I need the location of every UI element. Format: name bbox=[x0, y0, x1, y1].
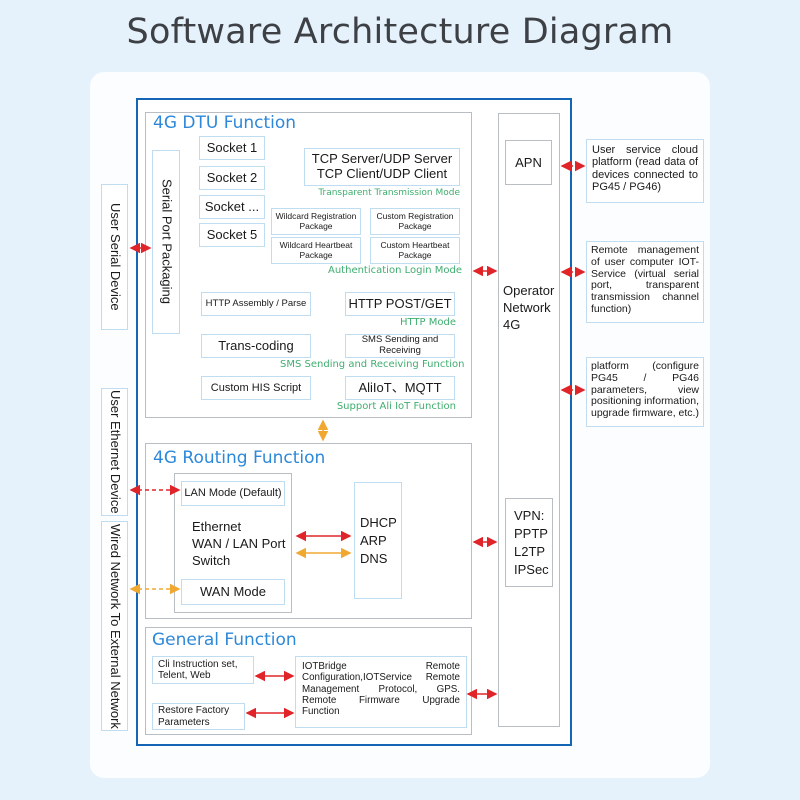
protocol-dhcp: DHCP bbox=[360, 514, 397, 530]
operator-network-column bbox=[498, 113, 560, 727]
lan-mode: LAN Mode (Default) bbox=[181, 481, 285, 506]
apn-box: APN bbox=[505, 140, 552, 185]
tcp-udp-box: TCP Server/UDP Server TCP Client/UDP Cli… bbox=[304, 148, 460, 186]
platform-config-box: platform (configure PG45 / PG46 paramete… bbox=[586, 357, 704, 427]
protocols-box: DHCP ARP DNS bbox=[354, 482, 402, 599]
wildcard-registration: Wildcard Registration Package bbox=[271, 208, 361, 235]
general-title: General Function bbox=[152, 630, 297, 650]
ethernet-line-3: Switch bbox=[192, 553, 231, 568]
wildcard-heartbeat: Wildcard Heartbeat Package bbox=[271, 237, 361, 264]
protocol-dns: DNS bbox=[360, 550, 388, 566]
user-serial-device: User Serial Device bbox=[101, 184, 128, 330]
custom-his-script: Custom HIS Script bbox=[201, 376, 311, 400]
restore-factory: Restore Factory Parameters bbox=[152, 703, 245, 730]
ali-function-label: Support Ali IoT Function bbox=[336, 401, 456, 412]
socket-2: Socket 2 bbox=[199, 166, 265, 190]
sms-function-label: SMS Sending and Receiving Function bbox=[280, 359, 465, 370]
cli-instruction-set: Cli Instruction set, Telent, Web bbox=[152, 656, 254, 684]
auth-mode-label: Authentication Login Mode bbox=[328, 265, 462, 276]
ethernet-label: Ethernet WAN / LAN Port Switch bbox=[192, 518, 285, 569]
operator-line-2: Network bbox=[503, 300, 551, 315]
vpn-line-2: PPTP bbox=[514, 526, 548, 541]
sms-box: SMS Sending and Receiving bbox=[345, 334, 455, 358]
serial-port-packaging: Serial Port Packaging bbox=[152, 150, 180, 334]
http-post-get: HTTP POST/GET bbox=[345, 292, 455, 316]
http-mode-label: HTTP Mode bbox=[399, 317, 456, 328]
ethernet-line-2: WAN / LAN Port bbox=[192, 536, 286, 551]
operator-network-label: Operator Network 4G bbox=[503, 282, 554, 333]
vpn-box: VPN: PPTP L2TP IPSec bbox=[505, 498, 553, 587]
vpn-line-1: VPN: bbox=[514, 508, 545, 523]
socket-5: Socket 5 bbox=[199, 223, 265, 247]
operator-line-1: Operator bbox=[503, 283, 555, 298]
iotbridge-box: IOTBridge Remote Configuration,IOTServic… bbox=[295, 656, 467, 728]
aliiot-mqtt: AliIoT、MQTT bbox=[345, 376, 455, 400]
trans-coding: Trans-coding bbox=[201, 334, 311, 358]
transparent-mode-label: Transparent Transmission Mode bbox=[318, 188, 460, 198]
remote-management-box: Remote management of user computer IOT-S… bbox=[586, 241, 704, 323]
page-title: Software Architecture Diagram bbox=[126, 12, 674, 52]
vpn-line-4: IPSec bbox=[514, 562, 549, 577]
socket-1: Socket 1 bbox=[199, 136, 265, 160]
wan-mode: WAN Mode bbox=[181, 579, 285, 605]
wired-network-external: Wired Network To External Network bbox=[101, 521, 128, 731]
user-ethernet-device: User Ethernet Device bbox=[101, 388, 128, 516]
tcp-server-line: TCP Server/UDP Server bbox=[311, 151, 453, 167]
custom-registration: Custom Registration Package bbox=[370, 208, 460, 235]
http-assembly: HTTP Assembly / Parse bbox=[201, 292, 311, 316]
vpn-line-3: L2TP bbox=[514, 544, 546, 559]
socket-more: Socket ... bbox=[199, 195, 265, 219]
custom-heartbeat: Custom Heartbeat Package bbox=[370, 237, 460, 264]
operator-line-3: 4G bbox=[503, 317, 521, 332]
tcp-client-line: TCP Client/UDP Client bbox=[316, 166, 448, 181]
protocol-arp: ARP bbox=[360, 532, 387, 548]
dtu-title: 4G DTU Function bbox=[153, 113, 297, 133]
cloud-platform-box: User service cloud platform (read data o… bbox=[586, 139, 704, 203]
ethernet-line-1: Ethernet bbox=[192, 519, 242, 534]
routing-title: 4G Routing Function bbox=[153, 448, 326, 468]
